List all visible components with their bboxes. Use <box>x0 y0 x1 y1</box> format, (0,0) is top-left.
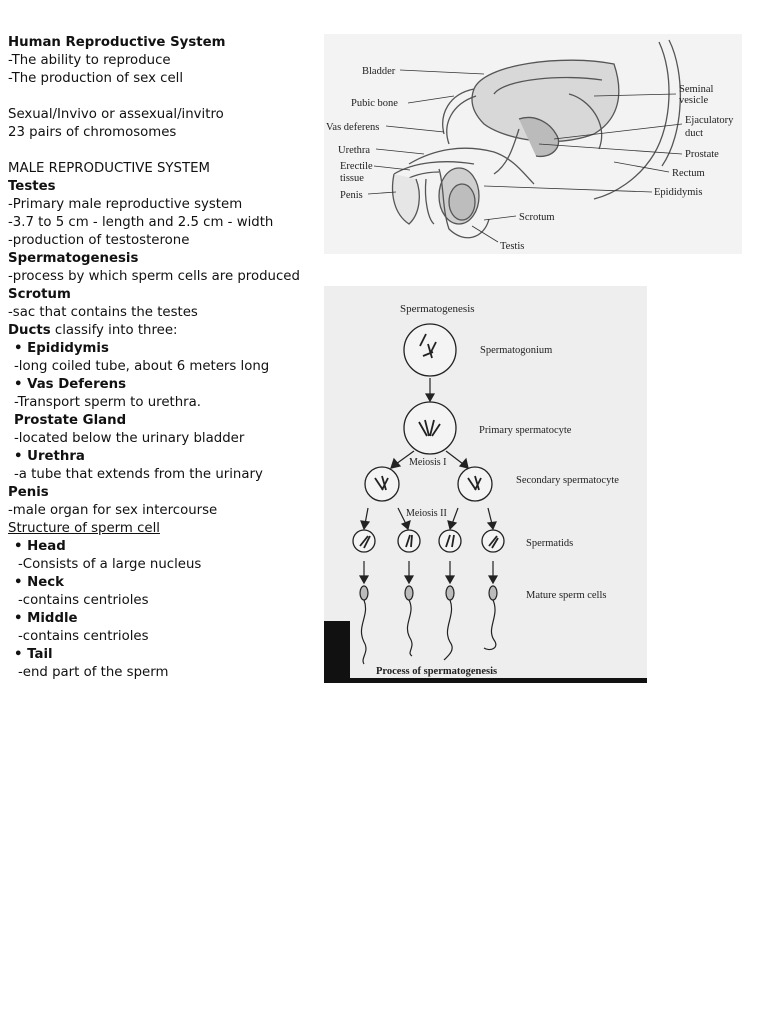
label-epididymis: Epididymis <box>654 187 702 198</box>
term-tail: • Tail <box>8 646 318 664</box>
label-penis: Penis <box>340 190 363 201</box>
note-line: -contains centrioles <box>18 593 149 608</box>
term-middle: • Middle <box>8 610 318 628</box>
spermatogenesis-diagram: Spermatogenesis <box>324 303 647 683</box>
label-scrotum: Scrotum <box>519 212 555 223</box>
term-urethra: • Urethra <box>8 448 318 466</box>
label-primary: Primary spermatocyte <box>479 425 572 436</box>
note-line: -Consists of a large nucleus <box>18 557 202 572</box>
anatomy-drawing <box>391 39 681 239</box>
term-scrotum: Scrotum <box>8 287 71 302</box>
label-spermatogonium: Spermatogonium <box>480 345 552 356</box>
note-line: -sac that contains the testes <box>8 305 198 320</box>
term-label: Middle <box>27 611 78 626</box>
note-line: Sexual/Invivo or assexual/invitro <box>8 107 224 122</box>
term-spermatogenesis: Spermatogenesis <box>8 251 139 266</box>
anatomy-leader-lines <box>367 69 683 243</box>
label-mature: Mature sperm cells <box>526 590 606 601</box>
anatomy-figure: Bladder Pubic bone Vas deferens Urethra … <box>324 34 742 254</box>
label-ejaculatory: Ejaculatory <box>685 115 734 126</box>
term-label: Vas Deferens <box>27 377 127 392</box>
label-bladder: Bladder <box>362 66 396 77</box>
stage-labels: Spermatogonium Primary spermatocyte Meio… <box>376 345 619 677</box>
label-seminal: Seminal <box>679 84 713 95</box>
term-prostate: Prostate Gland <box>14 413 127 428</box>
note-line: 23 pairs of chromosomes <box>8 125 177 140</box>
term-label: Head <box>27 539 66 554</box>
term-label: Epididymis <box>27 341 109 356</box>
term-label: Tail <box>27 647 53 662</box>
label-duct: duct <box>685 128 703 139</box>
label-meiosis-1: Meiosis I <box>409 457 447 468</box>
label-erectile: Erectile <box>340 161 373 172</box>
note-line: -process by which sperm cells are produc… <box>8 269 300 284</box>
label-secondary: Secondary spermatocyte <box>516 475 619 486</box>
bullet: • <box>14 647 23 662</box>
term-label: Urethra <box>27 449 85 464</box>
note-line: -contains centrioles <box>18 629 149 644</box>
term-head: • Head <box>8 538 318 556</box>
note-line: -Primary male reproductive system <box>8 197 243 212</box>
note-line: -located below the urinary bladder <box>14 431 245 446</box>
ducts-line: Ducts classify into three: <box>8 322 318 340</box>
bullet: • <box>14 539 23 554</box>
label-urethra: Urethra <box>338 145 370 156</box>
note-line: -The production of sex cell <box>8 71 184 86</box>
note-line: -a tube that extends from the urinary <box>14 467 263 482</box>
bullet: • <box>14 377 23 392</box>
note-line: -end part of the sperm <box>18 665 169 680</box>
term-penis: Penis <box>8 485 49 500</box>
arrows <box>358 378 499 585</box>
chromosomes <box>359 333 499 549</box>
bullet: • <box>14 341 23 356</box>
note-line: -production of testosterone <box>8 233 190 248</box>
note-line: -long coiled tube, about 6 meters long <box>14 359 270 374</box>
label-meiosis-2: Meiosis II <box>406 508 447 519</box>
anatomy-diagram: Bladder Pubic bone Vas deferens Urethra … <box>326 39 734 252</box>
term-ducts: Ducts <box>8 323 51 338</box>
note-line: -Transport sperm to urethra. <box>14 395 201 410</box>
note-line: -The ability to reproduce <box>8 53 171 68</box>
term-neck: • Neck <box>8 574 318 592</box>
spacer <box>8 142 318 160</box>
note-line: -3.7 to 5 cm - length and 2.5 cm - width <box>8 215 274 230</box>
page-title: Human Reproductive System <box>8 35 226 50</box>
label-spermatids: Spermatids <box>526 538 573 549</box>
term-testes: Testes <box>8 179 56 194</box>
label-pubic-bone: Pubic bone <box>351 98 398 109</box>
label-tissue: tissue <box>340 173 364 184</box>
term-label: Neck <box>27 575 65 590</box>
ducts-rest: classify into three: <box>50 323 178 338</box>
section-heading: MALE REPRODUCTIVE SYSTEM <box>8 161 210 176</box>
spacer <box>8 88 318 106</box>
sperm-cells <box>359 585 498 665</box>
subsection-heading: Structure of sperm cell <box>8 521 160 536</box>
corner-mark <box>324 621 350 683</box>
fig-title: Spermatogenesis <box>400 303 475 315</box>
anatomy-labels: Bladder Pubic bone Vas deferens Urethra … <box>326 66 734 252</box>
bottom-rule <box>324 678 647 683</box>
label-prostate: Prostate <box>685 149 719 160</box>
label-rectum: Rectum <box>672 168 705 179</box>
bullet: • <box>14 575 23 590</box>
label-vas-deferens: Vas deferens <box>326 122 379 133</box>
fig-caption: Process of spermatogenesis <box>376 666 497 677</box>
bullet: • <box>14 611 23 626</box>
label-vesicle: vesicle <box>679 95 708 106</box>
bullet: • <box>14 449 23 464</box>
term-vas-deferens: • Vas Deferens <box>8 376 318 394</box>
spermatogenesis-figure: Spermatogenesis <box>324 286 647 683</box>
notes-column: Human Reproductive System -The ability t… <box>8 34 318 682</box>
label-testis: Testis <box>500 241 524 252</box>
term-epididymis: • Epididymis <box>8 340 318 358</box>
note-line: -male organ for sex intercourse <box>8 503 218 518</box>
